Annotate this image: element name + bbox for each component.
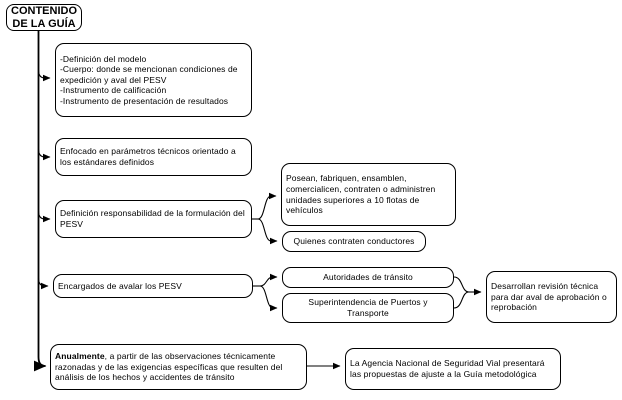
quienes-text: Quienes contraten conductores bbox=[293, 236, 415, 247]
anualmente-text: Anualmente, a partir de las observacione… bbox=[55, 351, 302, 383]
definicion-responsabilidad-text: Definición responsabilidad de la formula… bbox=[60, 208, 245, 229]
agencia-text: La Agencia Nacional de Seguridad Vial pr… bbox=[350, 358, 545, 379]
encargados-text: Encargados de avalar los PESV bbox=[58, 280, 182, 291]
node-agencia-nacional: La Agencia Nacional de Seguridad Vial pr… bbox=[345, 348, 561, 390]
root-title: CONTENIDO DE LA GUÍA bbox=[11, 4, 77, 30]
desarrollan-text: Desarrollan revisión técnica para dar av… bbox=[491, 281, 607, 313]
node-enfocado-parametros: Enfocado en parámetros técnicos orientad… bbox=[55, 138, 252, 176]
autoridades-text: Autoridades de tránsito bbox=[323, 272, 413, 283]
node-encargados-avalar: Encargados de avalar los PESV bbox=[53, 274, 253, 298]
node-desarrollan-revision: Desarrollan revisión técnica para dar av… bbox=[486, 271, 617, 323]
node-posean-fabriquen: Posean, fabriquen, ensamblen, comerciali… bbox=[281, 163, 456, 226]
node-autoridades-transito: Autoridades de tránsito bbox=[282, 267, 454, 288]
anualmente-bold-word: Anualmente bbox=[55, 351, 105, 362]
node-contenido-de-la-guia: CONTENIDO DE LA GUÍA bbox=[6, 4, 82, 31]
node-quienes-contraten: Quienes contraten conductores bbox=[282, 231, 426, 252]
node-definicion-responsabilidad: Definición responsabilidad de la formula… bbox=[55, 200, 252, 238]
node-anualmente-observaciones: Anualmente, a partir de las observacione… bbox=[50, 344, 307, 390]
node-contenido-items: -Definición del modelo -Cuerpo: donde se… bbox=[55, 43, 252, 117]
posean-text: Posean, fabriquen, ensamblen, comerciali… bbox=[286, 173, 436, 216]
enfocado-text: Enfocado en parámetros técnicos orientad… bbox=[60, 146, 236, 167]
anualmente-rest-text: , a partir de las observaciones técnicam… bbox=[55, 351, 283, 383]
superintendencia-text: Superintendencia de Puertos y Transporte bbox=[308, 297, 428, 318]
node-superintendencia-puertos: Superintendencia de Puertos y Transporte bbox=[282, 293, 454, 323]
contenido-items-text: -Definición del modelo -Cuerpo: donde se… bbox=[60, 53, 238, 106]
